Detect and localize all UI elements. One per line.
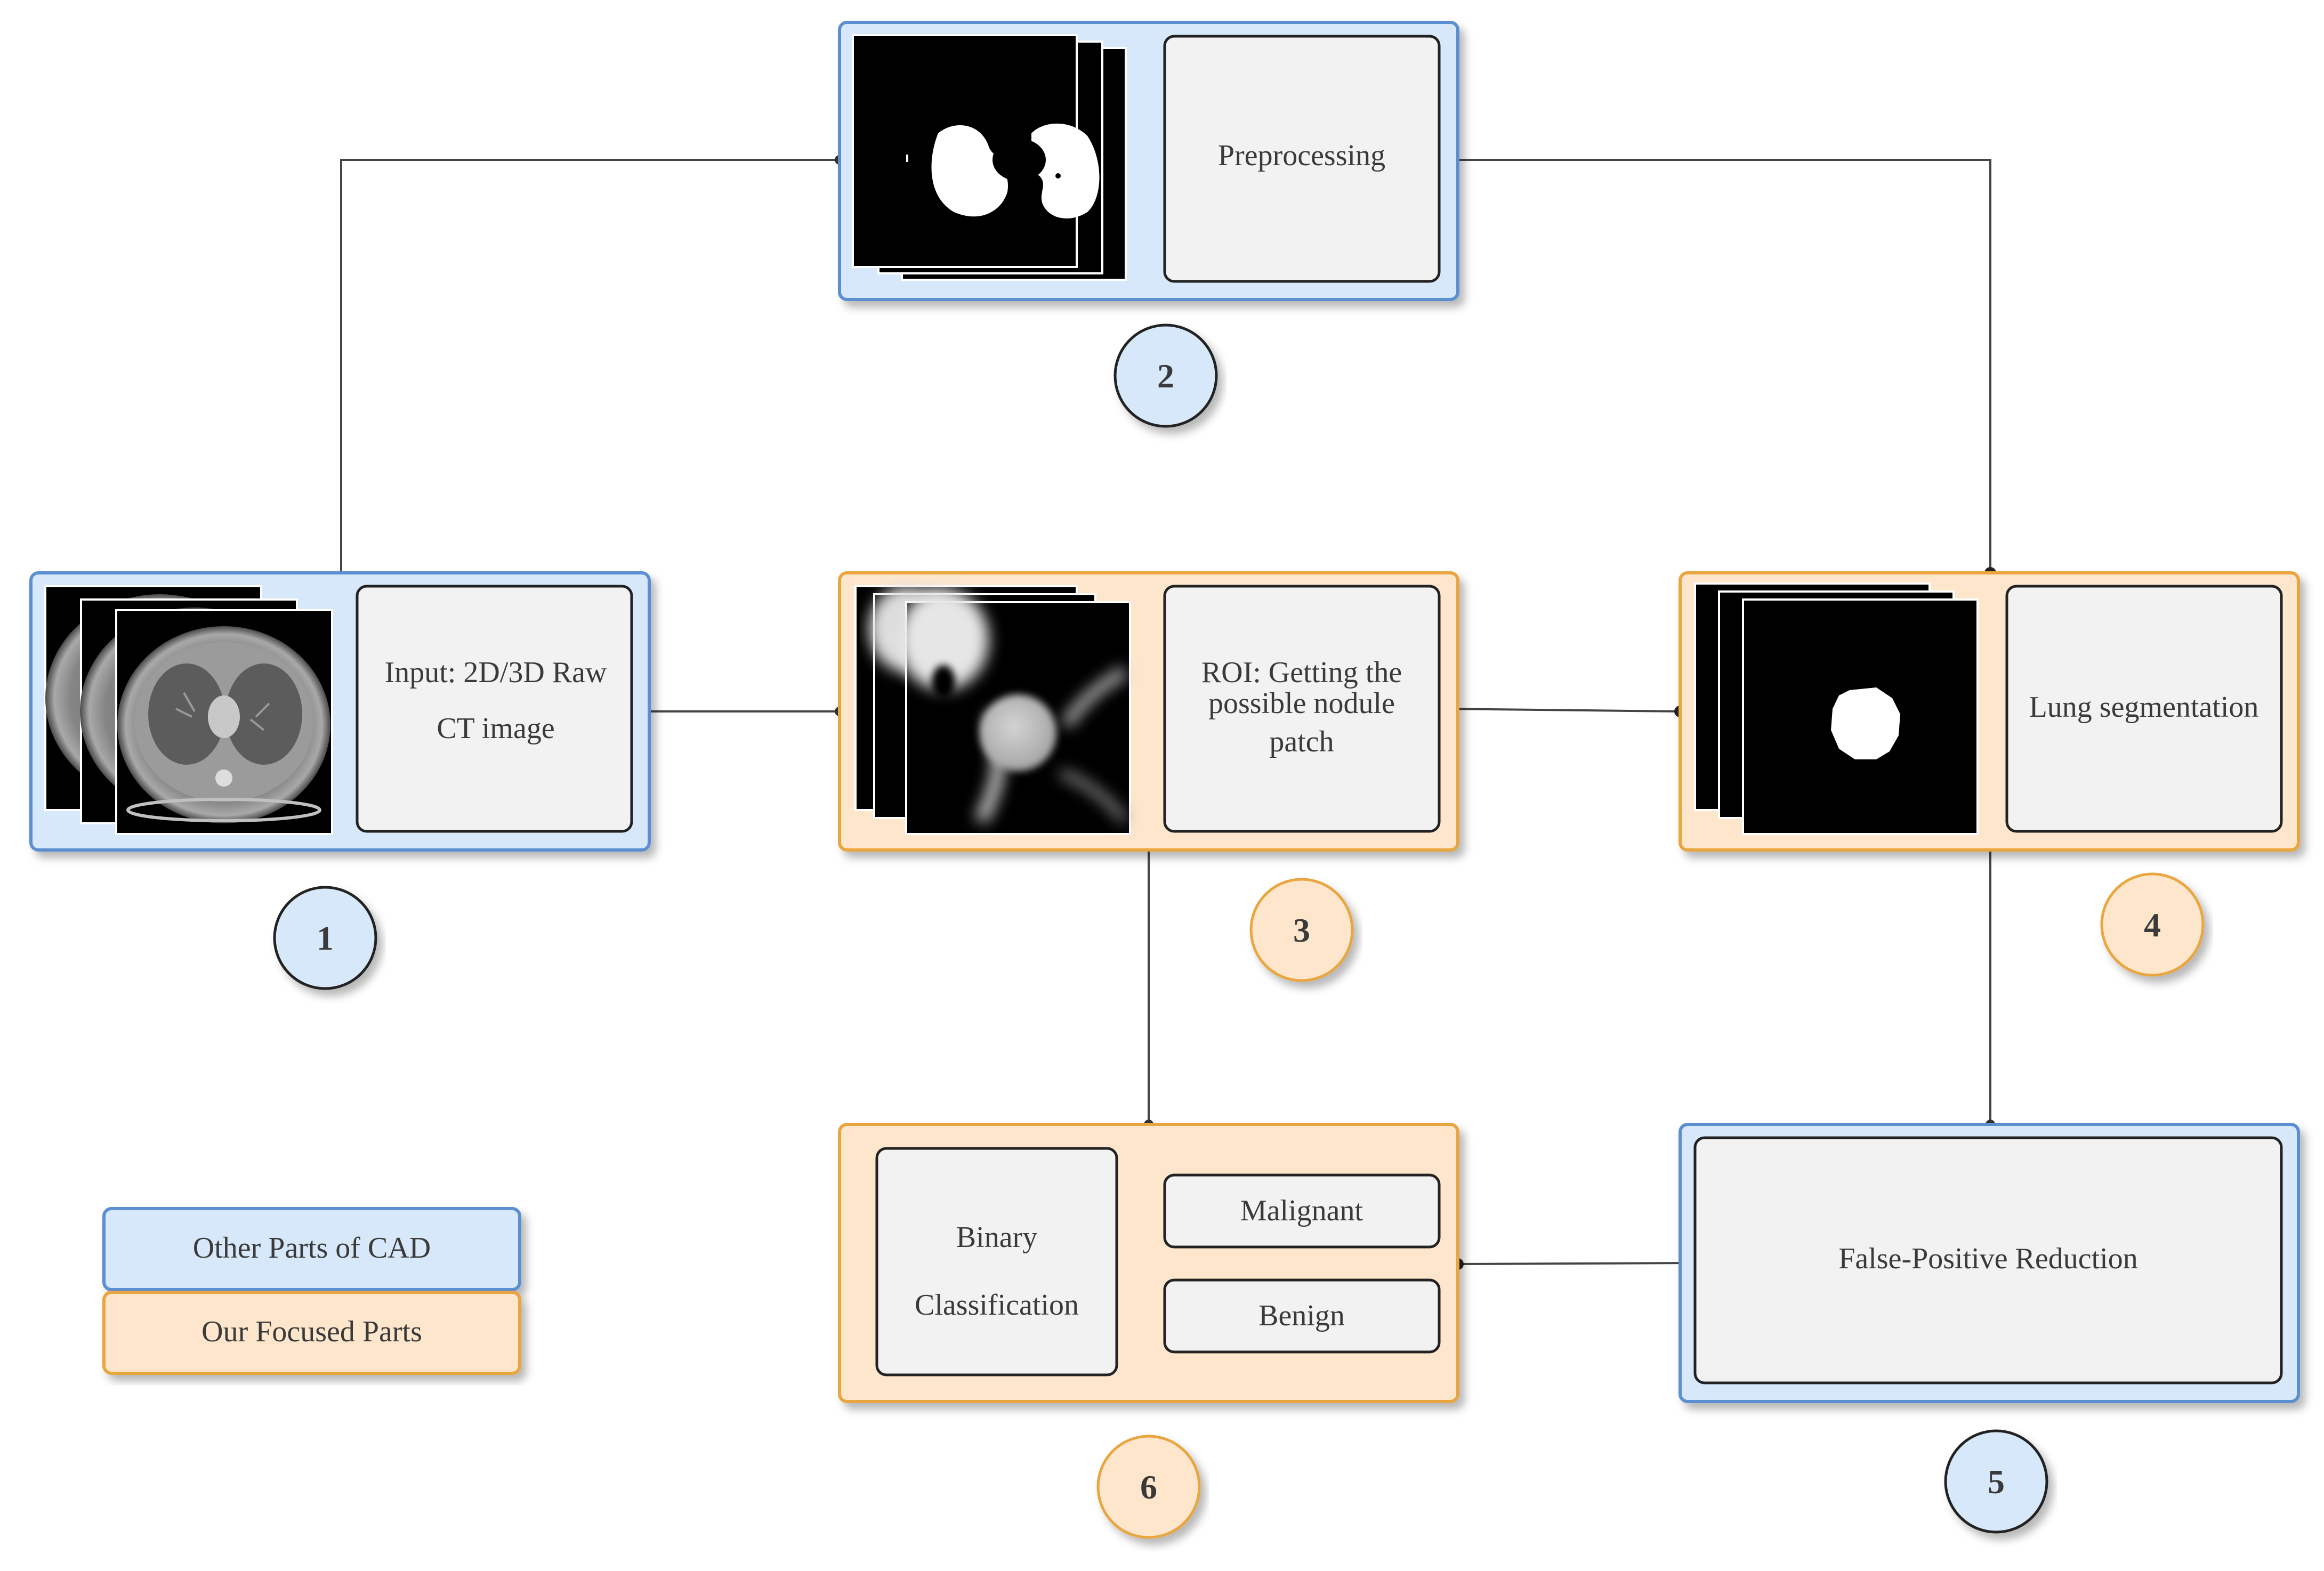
stage-3-number-badge: 3 (1249, 878, 1354, 982)
fp-reduction-label: False-Positive Reduction (1838, 1242, 2138, 1275)
legend-item-other-parts: Other Parts of CAD (102, 1207, 521, 1291)
nodule-mask-stack-thumbnail (1694, 582, 1979, 835)
svg-text:5: 5 (1988, 1463, 2005, 1501)
legend: Other Parts of CAD Our Focused Parts (102, 1207, 521, 1375)
stage-1-number-badge: 1 (273, 886, 377, 990)
malignant-label: Malignant (1240, 1194, 1363, 1227)
svg-text:3: 3 (1293, 911, 1310, 949)
stage-1-input: Input: 2D/3D Raw CT image (29, 571, 651, 852)
input-label-line1: Input: 2D/3D Raw (385, 656, 607, 689)
stage-2-number-badge: 2 (1113, 323, 1218, 428)
malignant-output-box (1163, 1173, 1441, 1249)
connector-2-to-4 (1442, 159, 1991, 573)
svg-text:1: 1 (317, 919, 334, 957)
ct-slice-front (117, 626, 330, 823)
svg-text:Other Parts of CAD: Other Parts of CAD (193, 1232, 431, 1265)
svg-text:Our Focused Parts: Our Focused Parts (201, 1315, 422, 1348)
input-label-line2: CT image (437, 712, 554, 745)
preprocessing-label: Preprocessing (1218, 139, 1385, 172)
legend-item-focused-parts: Our Focused Parts (102, 1291, 521, 1375)
svg-text:2: 2 (1157, 357, 1174, 395)
fp-reduction-label-box (1693, 1136, 2283, 1384)
roi-label-line3: patch (1269, 725, 1334, 758)
classification-label-box (875, 1147, 1118, 1376)
connector-1-to-2 (340, 159, 840, 573)
ct-scan-stack-thumbnail (44, 585, 333, 835)
stage-5-number-badge: 5 (1944, 1429, 2048, 1534)
preprocessing-label-box (1163, 35, 1441, 283)
stage-4-lung-segmentation: Lung segmentation (1679, 571, 2300, 852)
stage-6-number-badge: 6 (1096, 1435, 1201, 1539)
nodule-patch-stack-thumbnail (854, 585, 1131, 835)
classification-label-line1: Binary (956, 1221, 1037, 1254)
roi-label-line1: ROI: Getting the (1201, 656, 1402, 689)
roi-label-box (1163, 585, 1441, 833)
stage-4-number-badge: 4 (2100, 872, 2205, 977)
classification-label-line2: Classification (915, 1289, 1079, 1322)
connector-3-to-4 (1441, 708, 1681, 712)
nodule-mask-shape (1831, 687, 1900, 759)
stage-3-roi: ROI: Getting the possible nodule patch (838, 571, 1459, 852)
stage-6-binary-classification: Binary Classification Malignant Benign (838, 1123, 1459, 1403)
svg-text:6: 6 (1140, 1468, 1157, 1506)
input-label-box (356, 585, 633, 833)
segmentation-label: Lung segmentation (2029, 691, 2259, 724)
connector-5-to-6 (1457, 1262, 1696, 1265)
benign-label: Benign (1258, 1299, 1345, 1332)
stage-5-false-positive-reduction: False-Positive Reduction (1679, 1123, 2300, 1403)
stage-2-preprocessing: Preprocessing (838, 21, 1459, 301)
lung-mask-shape (906, 123, 1100, 218)
roi-label-line2: possible nodule (1208, 687, 1395, 720)
segmentation-label-box (2005, 585, 2283, 833)
benign-output-box (1163, 1278, 1441, 1354)
lung-mask-stack-thumbnail (852, 34, 1127, 281)
svg-text:4: 4 (2144, 906, 2161, 944)
nodule-patch-front (898, 589, 1128, 824)
